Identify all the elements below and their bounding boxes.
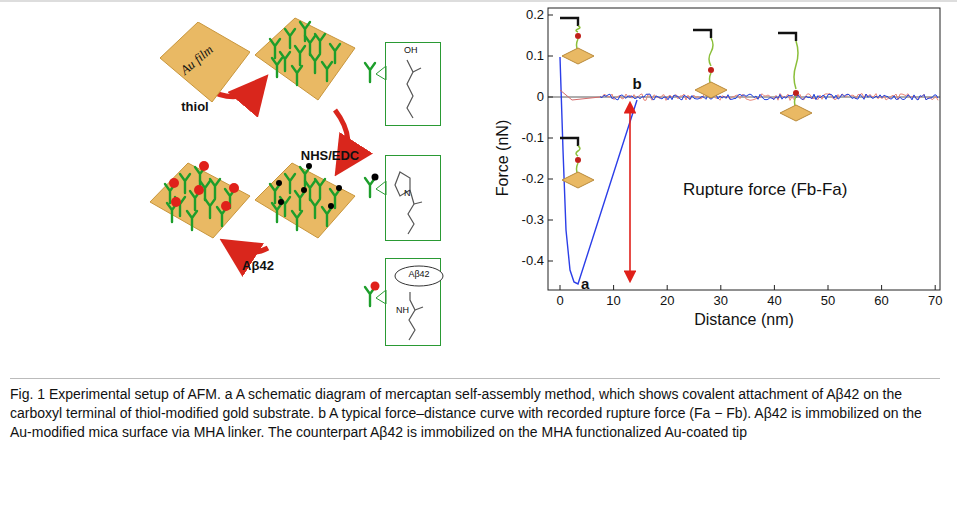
reagent-label: NHS/EDC — [301, 148, 360, 163]
figure-caption: Fig. 1 Experimental setup of AFM. a A sc… — [10, 378, 940, 442]
thiol-label: thiol — [181, 99, 208, 114]
x-tick: 0 — [556, 293, 563, 308]
node-text: N — [404, 188, 411, 198]
x-tick: 50 — [821, 293, 835, 308]
gold-film: Au film — [160, 22, 250, 102]
x-tick: 60 — [874, 293, 888, 308]
y-tick: -0.4 — [522, 253, 544, 268]
x-tick: 20 — [660, 293, 674, 308]
point-label: a — [581, 275, 589, 292]
node-text: Aβ42 — [394, 269, 444, 279]
x-tick: 30 — [714, 293, 728, 308]
structure-box: NH Aβ42 — [385, 258, 441, 346]
abeta-ellipse: Aβ42 — [394, 265, 444, 287]
x-tick: 40 — [767, 293, 781, 308]
y-tick: 0 — [537, 89, 544, 104]
x-tick: 70 — [928, 293, 942, 308]
structure-box: N — [385, 155, 441, 241]
y-tick: -0.3 — [522, 212, 544, 227]
y-tick: 0.1 — [526, 48, 544, 63]
y-tick: -0.2 — [522, 171, 544, 186]
node-text: NH — [396, 305, 409, 315]
y-tick: 0.2 — [526, 7, 544, 22]
point-label: b — [632, 75, 641, 92]
y-tick: -0.1 — [522, 130, 544, 145]
annotation: Rupture force (Fb-Fa) — [683, 180, 847, 200]
axis-title: Force (nN) — [494, 120, 512, 196]
axis-title: Distance (nm) — [694, 311, 794, 329]
structure-box: OH — [385, 42, 441, 126]
node-text: OH — [404, 45, 418, 55]
step-label: Aβ42 — [242, 258, 274, 273]
x-tick: 10 — [606, 293, 620, 308]
